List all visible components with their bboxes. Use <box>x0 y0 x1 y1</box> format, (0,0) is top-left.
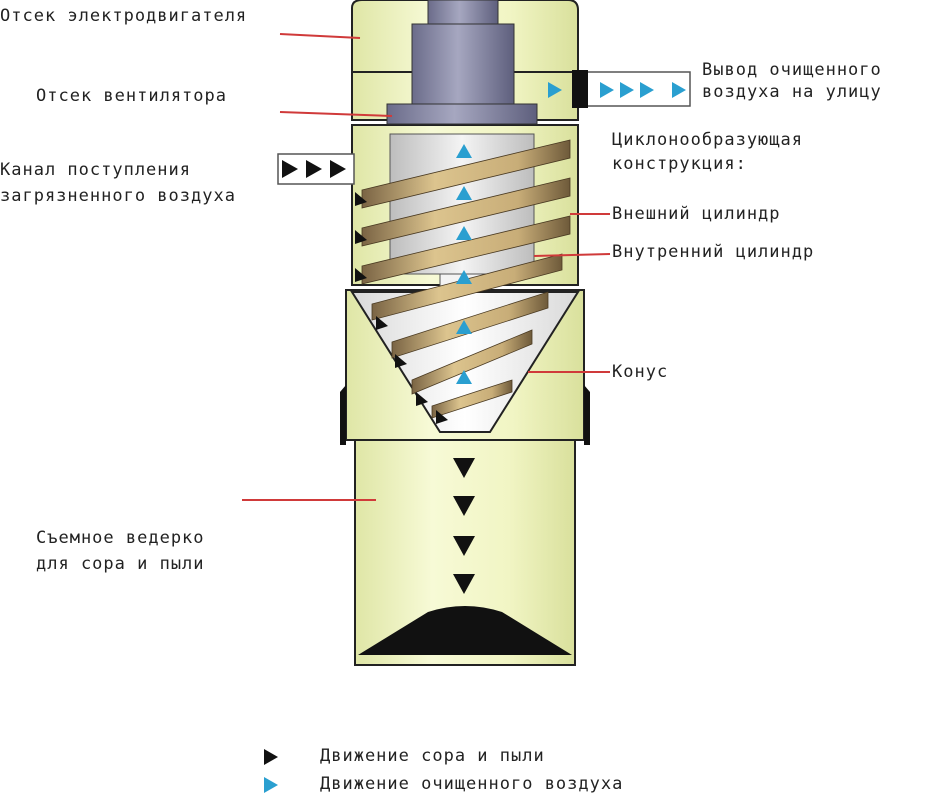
clean-air-arrows <box>456 144 472 384</box>
legend-clean-air-label: Движение очищенного воздуха <box>320 774 624 794</box>
label-cone: Конус <box>612 362 669 382</box>
label-outlet-line1: Вывод очищенного <box>702 60 882 80</box>
outlet-air-arrows <box>548 82 686 98</box>
falling-dust-arrows <box>453 458 475 594</box>
label-motor-compartment: Отсек электродвигателя <box>0 6 248 26</box>
motor-body <box>411 23 515 107</box>
chamber-dust-arrows <box>355 192 448 424</box>
leader-lines <box>242 33 611 501</box>
label-outer-cylinder: Внешний цилиндр <box>612 204 781 224</box>
label-outlet-line2: воздуха на улицу <box>702 82 882 102</box>
motor-top <box>427 0 499 27</box>
dust-arrow-icon <box>264 749 278 765</box>
spiral-bands <box>361 139 571 419</box>
fan-plate <box>386 103 538 125</box>
legend-dust-label: Движение сора и пыли <box>320 746 545 766</box>
label-inlet-line1: Канал поступления <box>0 160 191 180</box>
outlet-channel <box>577 71 691 107</box>
label-cyclone-line2: конструкция: <box>612 154 747 174</box>
outlet-flange <box>572 70 588 108</box>
air-arrow-icon <box>264 777 278 793</box>
label-bin-line1: Съемное ведерко <box>36 528 205 548</box>
dust-pile <box>358 606 572 655</box>
label-inner-cylinder: Внутренний цилиндр <box>612 242 815 262</box>
label-fan-compartment: Отсек вентилятора <box>36 86 227 106</box>
legend-clean-air: Движение очищенного воздуха <box>262 772 822 798</box>
legend-dust: Движение сора и пыли <box>262 744 822 770</box>
label-bin-line2: для сора и пыли <box>36 554 205 574</box>
label-inlet-line2: загрязненного воздуха <box>0 186 236 206</box>
label-cyclone-line1: Циклонообразующая <box>612 130 803 150</box>
right-latch <box>584 385 590 445</box>
left-latch <box>340 385 346 445</box>
inlet-dust-arrows <box>282 160 346 178</box>
